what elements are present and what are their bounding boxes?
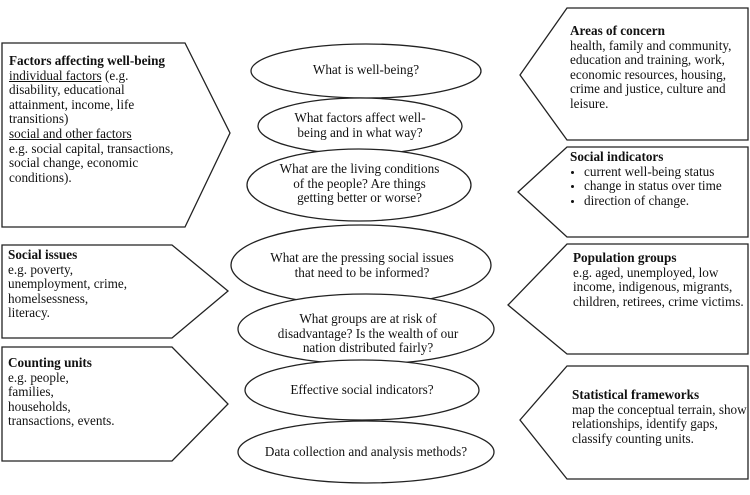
oval-text-social-issues: What are the pressing social issues that… <box>270 250 454 280</box>
oval-text-factors-affect: What factors affect well-being and in wh… <box>294 110 426 140</box>
social-indicators-title: Social indicators <box>570 149 664 164</box>
factors-affecting-wellbeing-text: Factors affecting well-being individual … <box>9 53 181 185</box>
population-groups-text: Population groups e.g. aged, unemployed,… <box>573 250 745 309</box>
individual-factors-heading: individual factors <box>9 67 102 83</box>
counting-units-text: Counting units e.g. people, families, ho… <box>8 355 116 429</box>
oval-data-collection <box>237 420 495 484</box>
oval-text-data-collection: Data collection and analysis methods? <box>264 444 468 459</box>
individual-factors-examples: (e.g. disability, educational attainment… <box>9 67 135 127</box>
areas-of-concern-title: Areas of concern <box>570 23 665 38</box>
social-indicator-item: direction of change. <box>584 193 746 209</box>
factors-title: Factors affecting well-being <box>9 53 166 68</box>
statistical-frameworks-text: Statistical frameworks map the conceptua… <box>572 387 748 446</box>
oval-text-effective-indicators: Effective social indicators? <box>290 382 434 397</box>
counting-units-title: Counting units <box>8 355 92 370</box>
population-groups-examples: e.g. aged, unemployed, low income, indig… <box>573 264 744 309</box>
right-arrow-statistical-frameworks <box>519 365 749 480</box>
oval-text-living-conditions: What are the living conditions of the pe… <box>279 161 440 206</box>
oval-living-conditions <box>246 148 472 222</box>
left-arrow-counting-units <box>1 346 229 462</box>
right-arrow-areas-of-concern <box>519 7 749 141</box>
social-issues-examples: e.g. poverty, unemployment, crime, homel… <box>8 261 128 321</box>
social-factors-heading: social and other factors <box>9 125 132 141</box>
social-indicator-item: current well-being status <box>584 164 746 180</box>
population-groups-title: Population groups <box>573 250 677 265</box>
social-indicators-text: Social indicators current well-being sta… <box>570 149 746 209</box>
oval-effective-indicators <box>244 359 480 421</box>
social-factors-examples: e.g. social capital, transactions, socia… <box>9 140 174 185</box>
right-arrow-population-groups <box>507 243 749 355</box>
social-issues-title: Social issues <box>8 247 78 262</box>
left-arrow-social-issues <box>1 244 230 339</box>
statistical-frameworks-title: Statistical frameworks <box>572 387 700 402</box>
oval-text-groups-at-risk: What groups are at risk of disadvantage?… <box>277 311 459 356</box>
social-indicator-item: change in status over time <box>584 179 746 194</box>
left-arrow-factors <box>1 42 231 228</box>
areas-of-concern-text: Areas of concern health, family and comm… <box>570 23 746 112</box>
right-arrow-social-indicators <box>517 146 749 238</box>
counting-units-examples: e.g. people, families, households, trans… <box>8 369 115 429</box>
individual-factors-text: individual factors (e.g. disability, edu… <box>9 67 181 127</box>
oval-text-what-is-wellbeing: What is well-being? <box>312 62 420 77</box>
social-issues-text: Social issues e.g. poverty, unemployment… <box>8 247 128 321</box>
areas-of-concern-list: health, family and community, education … <box>570 37 732 111</box>
statistical-frameworks-description: map the conceptual terrain, show relatio… <box>572 401 747 446</box>
